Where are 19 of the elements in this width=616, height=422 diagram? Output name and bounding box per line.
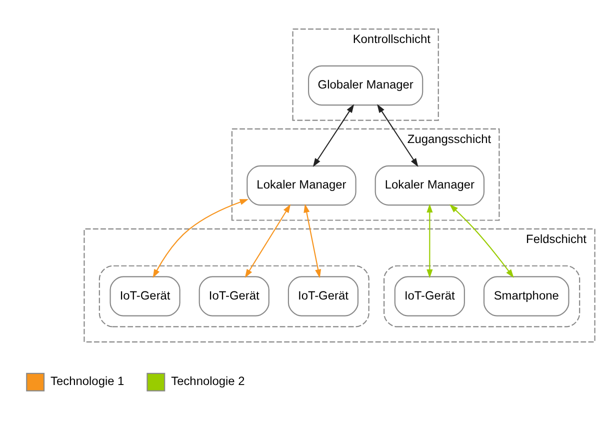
node-box: Lokaler Manager (374, 165, 485, 206)
node-box: IoT-Gerät (110, 276, 180, 316)
node-box: IoT-Gerät (198, 276, 270, 316)
node-box: Lokaler Manager (246, 165, 356, 206)
arrow (304, 204, 322, 278)
cluster (98, 265, 370, 328)
arrow (426, 204, 433, 278)
arrow (152, 199, 249, 278)
cluster (384, 265, 580, 328)
arrow (312, 104, 354, 167)
node-box: Smartphone (483, 276, 570, 316)
node-box: Globaler Manager (308, 65, 424, 106)
node-box: IoT-Gerät (394, 276, 465, 316)
arrow (377, 104, 418, 167)
node-box: IoT-Gerät (288, 276, 359, 316)
arrow (244, 204, 291, 278)
arrow (449, 204, 514, 278)
legend-label: Technologie 2 (171, 374, 245, 388)
legend-label: Technologie 1 (50, 374, 124, 388)
